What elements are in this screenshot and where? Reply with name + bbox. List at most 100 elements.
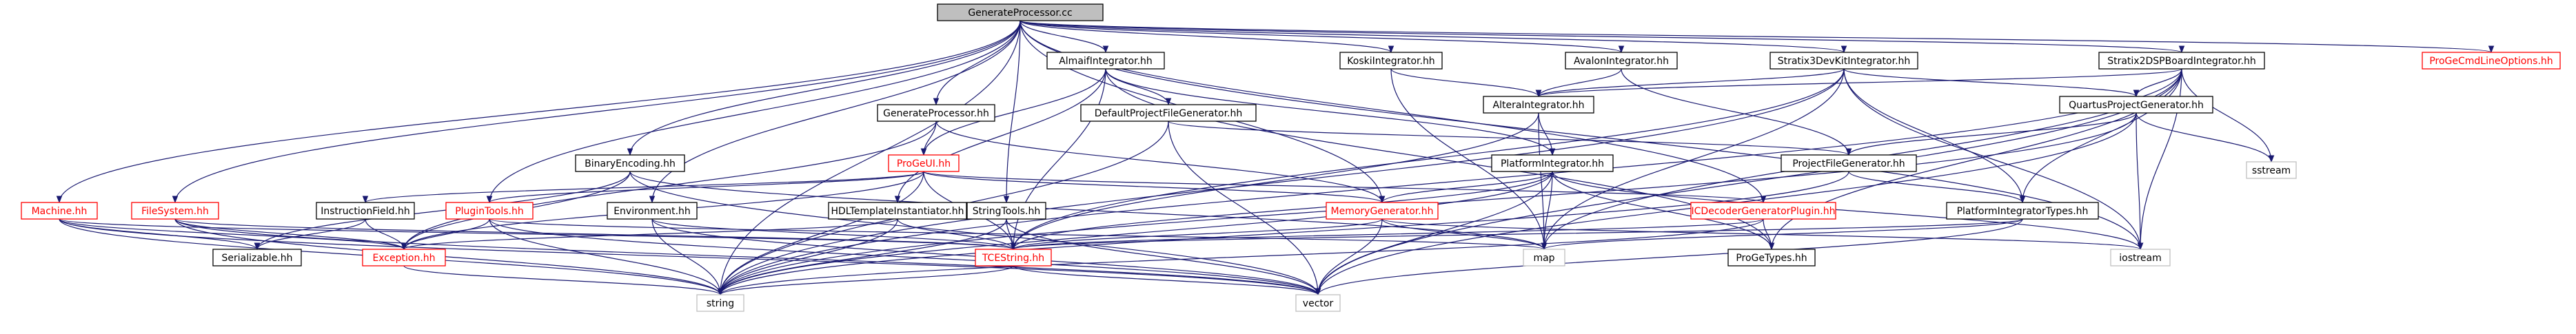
node-label: AlmaifIntegrator.hh — [1059, 56, 1153, 67]
node-box — [2422, 52, 2561, 70]
edge-line — [401, 218, 898, 251]
node-ptypes[interactable]: PlatformIntegratorTypes.hh — [1946, 202, 2099, 220]
edge-line — [59, 218, 407, 251]
node-label: map — [1533, 253, 1554, 264]
node-label: HDLTemplateInstantiator.hh — [831, 206, 964, 217]
include-edge-exception-to-string — [403, 265, 724, 296]
edge-line — [2019, 68, 2182, 204]
include-edge-icdec-to-string — [717, 218, 1764, 296]
edge-line — [1843, 68, 2140, 98]
node-label: GenerateProcessor.cc — [968, 8, 1072, 19]
node-root[interactable]: GenerateProcessor.cc — [937, 3, 1104, 21]
include-edge-memgen-to-iostream — [1381, 218, 2143, 251]
node-label: GenerateProcessor.hh — [883, 108, 989, 119]
include-edge-plugintools-to-vector — [489, 218, 1321, 296]
include-edge-icdec-to-progetypes — [1763, 218, 1775, 251]
node-label: AlteraIntegrator.hh — [1493, 100, 1585, 111]
node-box — [975, 249, 1052, 267]
node-box — [1326, 202, 1439, 220]
node-memgen[interactable]: MemoryGenerator.hh — [1326, 202, 1439, 220]
node-progeui[interactable]: ProGeUI.hh — [888, 154, 960, 172]
include-edge-binenc-to-serial — [254, 171, 631, 251]
node-box — [1483, 96, 1594, 114]
node-stringtools[interactable]: StringTools.hh — [966, 202, 1046, 220]
node-s2dsp[interactable]: Stratix2DSPBoardIntegrator.hh — [2098, 52, 2265, 70]
include-edge-filesystem-to-tcestring — [174, 218, 1016, 251]
include-edge-root-to-koski — [1020, 20, 1395, 54]
edge-line — [651, 218, 724, 296]
include-edge-tcestring-to-vector — [1013, 265, 1321, 296]
include-edge-root-to-s3dev — [1020, 20, 1847, 54]
include-edge-root-to-binenc — [627, 20, 1021, 156]
node-iostream: iostream — [2110, 249, 2171, 267]
edge-line — [174, 218, 1016, 251]
node-label: Machine.hh — [32, 206, 88, 217]
node-altera[interactable]: AlteraIntegrator.hh — [1483, 96, 1594, 114]
edge-line — [1003, 20, 1021, 204]
node-platform[interactable]: PlatformIntegrator.hh — [1491, 154, 1614, 172]
node-genproc[interactable]: GenerateProcessor.hh — [877, 104, 995, 122]
edge-line — [2133, 68, 2182, 98]
include-edge-root-to-almaif — [1020, 20, 1109, 54]
node-icdec[interactable]: ICDecoderGeneratorPlugin.hh — [1690, 202, 1836, 220]
node-almaif[interactable]: AlmaifIntegrator.hh — [1046, 52, 1165, 70]
node-box — [2098, 52, 2265, 70]
node-tcestring[interactable]: TCEString.hh — [975, 249, 1052, 267]
edge-line — [1552, 171, 2144, 251]
edge-line — [1763, 218, 1775, 251]
include-edge-platform-to-string — [717, 171, 1553, 296]
edge-line — [1541, 171, 1553, 251]
node-avalon[interactable]: AvalonIntegrator.hh — [1565, 52, 1678, 70]
node-projfile[interactable]: ProjectFileGenerator.hh — [1781, 154, 1917, 172]
edge-line — [651, 218, 1017, 251]
node-label: PluginTools.hh — [455, 206, 524, 217]
edge-line — [1010, 68, 1845, 251]
node-box — [1295, 294, 1341, 312]
include-edge-s2dsp-to-altera — [1536, 68, 2182, 98]
edge-line — [717, 218, 1007, 296]
edge-line — [1168, 121, 1321, 296]
node-box — [877, 104, 995, 122]
node-machine[interactable]: Machine.hh — [21, 202, 98, 220]
node-box — [937, 3, 1104, 21]
include-edge-root-to-s2dsp — [1020, 20, 2184, 54]
include-edge-instrfield-to-exception — [365, 218, 407, 251]
include-edge-defproj-to-projfile — [1168, 121, 1852, 156]
edge-line — [1010, 68, 1106, 251]
include-edge-memgen-to-tcestring — [1010, 218, 1383, 251]
edge-line — [172, 20, 1021, 204]
edge-line — [254, 218, 366, 251]
node-hdltempl[interactable]: HDLTemplateInstantiator.hh — [828, 202, 967, 220]
edge-line — [935, 121, 1386, 204]
node-label: iostream — [2119, 253, 2162, 264]
include-edge-root-to-string — [717, 20, 1021, 296]
node-environment[interactable]: Environment.hh — [607, 202, 698, 220]
node-s3dev[interactable]: Stratix3DevKitIntegrator.hh — [1769, 52, 1918, 70]
node-instrfield[interactable]: InstructionField.hh — [316, 202, 415, 220]
node-progetypes[interactable]: ProGeTypes.hh — [1727, 249, 1816, 267]
node-binenc[interactable]: BinaryEncoding.hh — [575, 154, 685, 172]
node-koski[interactable]: KoskiIntegrator.hh — [1339, 52, 1443, 70]
include-edge-s2dsp-to-string — [717, 68, 2182, 296]
node-serial[interactable]: Serializable.hh — [212, 249, 302, 267]
include-edge-platform-to-tcestring — [1010, 171, 1553, 251]
include-edge-hdltempl-to-string — [717, 218, 898, 296]
edge-line — [1541, 218, 2023, 251]
include-edge-s3dev-to-altera — [1535, 68, 1845, 98]
include-edge-progeui-to-instrfield — [363, 171, 924, 204]
edge-line — [1010, 218, 1383, 251]
node-defproj[interactable]: DefaultProjectFileGenerator.hh — [1080, 104, 1257, 122]
edge-line — [1535, 68, 1845, 98]
node-label: sstream — [2252, 165, 2291, 176]
node-filesystem[interactable]: FileSystem.hh — [131, 202, 219, 220]
node-label: MemoryGenerator.hh — [1331, 206, 1434, 217]
node-plugintools[interactable]: PluginTools.hh — [445, 202, 534, 220]
node-box — [212, 249, 302, 267]
edge-line — [1105, 68, 1556, 156]
edge-line — [403, 265, 724, 296]
node-quartus[interactable]: QuartusProjectGenerator.hh — [2059, 96, 2213, 114]
node-cmdline[interactable]: ProGeCmdLineOptions.hh — [2422, 52, 2561, 70]
edge-line — [717, 265, 1014, 296]
node-exception[interactable]: Exception.hh — [362, 249, 446, 267]
